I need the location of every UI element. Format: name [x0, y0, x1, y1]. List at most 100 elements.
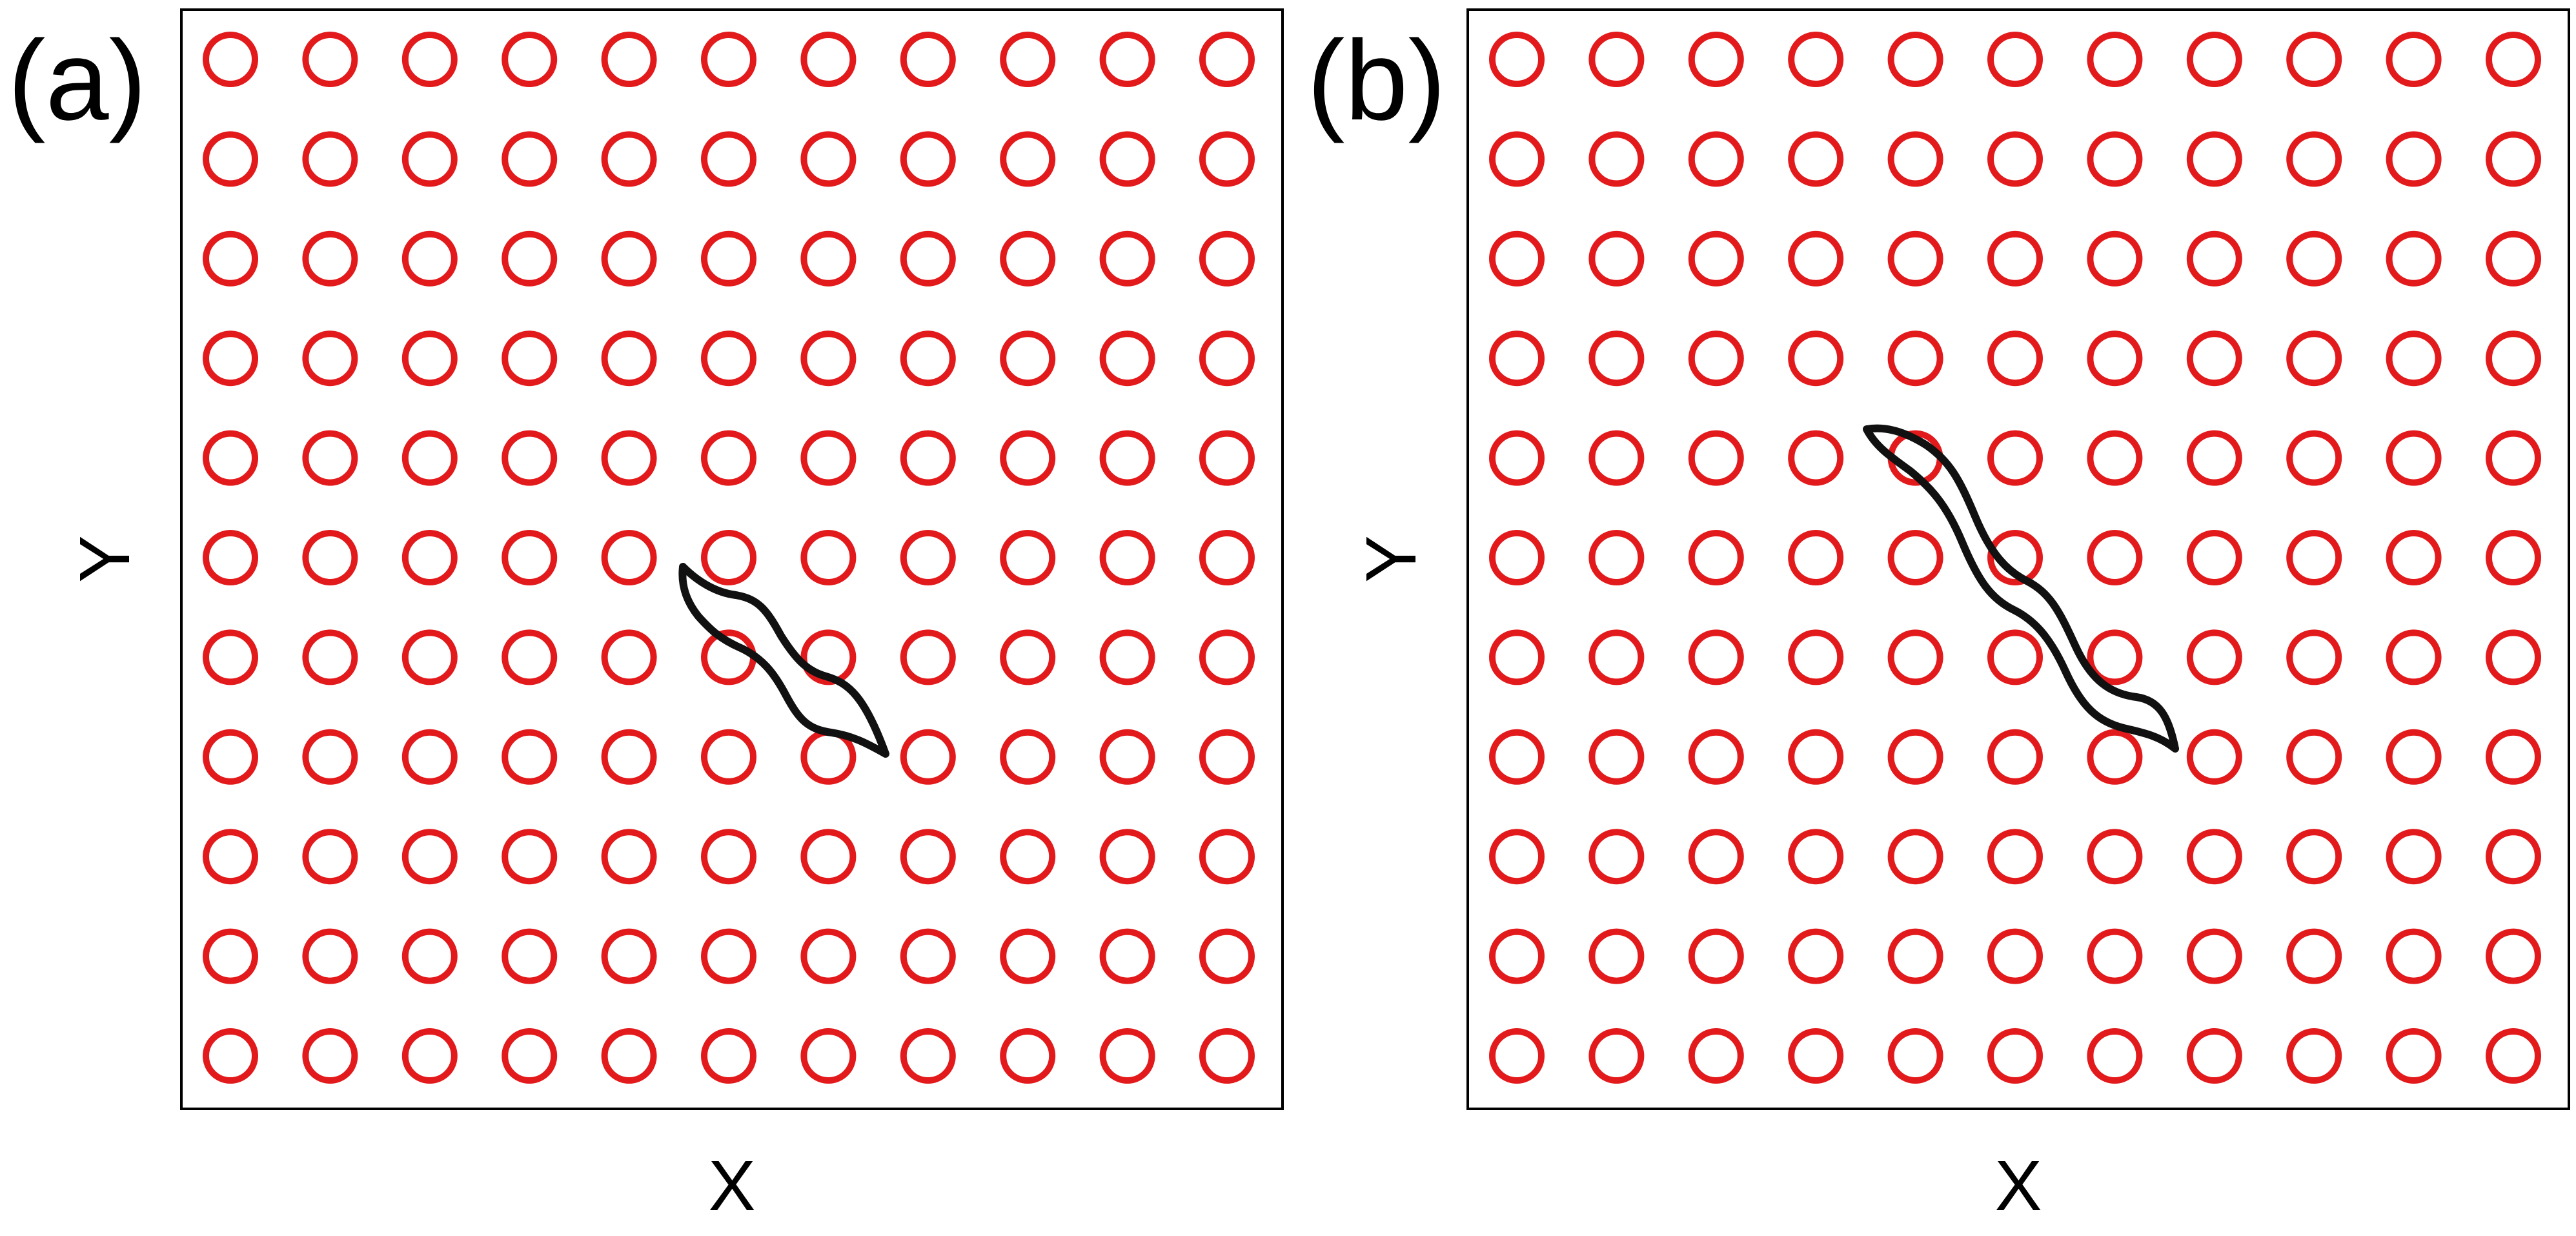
- obstacle-circle: [1489, 530, 1545, 585]
- obstacle-circle: [1588, 530, 1645, 585]
- obstacle-circle: [401, 230, 458, 287]
- obstacle-circle: [2486, 729, 2541, 785]
- obstacle-circle: [1788, 629, 1844, 685]
- obstacle-circle: [302, 430, 358, 486]
- obstacle-circle: [401, 330, 458, 387]
- obstacle-circle: [1588, 928, 1645, 984]
- obstacle-circle: [2286, 928, 2342, 984]
- obstacle-circle: [1788, 1028, 1844, 1084]
- obstacle-circle: [701, 1028, 756, 1084]
- obstacle-circle: [2087, 131, 2143, 187]
- obstacle-circle: [701, 430, 756, 486]
- obstacle-circle: [1588, 629, 1645, 685]
- obstacle-circle: [1199, 131, 1255, 187]
- obstacle-circle: [1887, 629, 1943, 685]
- obstacle-circle: [1099, 928, 1155, 984]
- obstacle-circle: [701, 32, 756, 87]
- panel-a-label: (a): [8, 17, 147, 144]
- obstacle-circle: [701, 530, 756, 585]
- obstacle-circle: [1099, 530, 1155, 585]
- obstacle-circle: [2286, 131, 2342, 187]
- obstacle-circle: [1489, 32, 1545, 87]
- obstacle-circle: [2087, 629, 2143, 685]
- obstacle-circle: [2486, 330, 2541, 387]
- obstacle-circle: [2087, 928, 2143, 984]
- obstacle-circle: [502, 829, 558, 885]
- obstacle-circle: [2386, 131, 2442, 187]
- obstacle-circle: [1199, 330, 1255, 387]
- obstacle-circle: [2186, 32, 2242, 87]
- obstacle-circle: [502, 131, 558, 187]
- obstacle-circle: [1199, 32, 1255, 87]
- obstacle-circle: [601, 530, 657, 585]
- obstacle-circle: [2286, 530, 2342, 585]
- obstacle-circle: [601, 32, 657, 87]
- obstacle-circle: [1199, 829, 1255, 885]
- obstacle-circle: [900, 829, 956, 885]
- obstacle-circle: [1887, 330, 1943, 387]
- obstacle-circle: [2486, 530, 2541, 585]
- obstacle-circle: [1099, 1028, 1155, 1084]
- obstacle-circle: [401, 829, 458, 885]
- obstacle-circle: [2186, 729, 2242, 785]
- obstacle-circle: [1987, 1028, 2043, 1084]
- obstacle-circle: [2286, 32, 2342, 87]
- obstacle-circle: [701, 330, 756, 387]
- obstacle-circle: [1099, 330, 1155, 387]
- obstacle-circle: [900, 330, 956, 387]
- obstacle-circle: [1887, 131, 1943, 187]
- obstacle-circle: [701, 829, 756, 885]
- obstacle-circle: [502, 32, 558, 87]
- obstacle-circle: [1788, 230, 1844, 287]
- panel-b-xlabel: X: [1994, 1146, 2042, 1226]
- obstacle-circle: [1588, 729, 1645, 785]
- obstacle-circle: [1987, 928, 2043, 984]
- obstacle-circle: [1000, 330, 1056, 387]
- obstacle-circle: [302, 928, 358, 984]
- obstacle-circle: [900, 530, 956, 585]
- obstacle-circle: [1199, 430, 1255, 486]
- obstacle-circle: [1688, 230, 1744, 287]
- obstacle-circle: [203, 131, 258, 187]
- obstacle-circle: [401, 32, 458, 87]
- obstacle-circle: [502, 230, 558, 287]
- obstacle-circle: [2286, 629, 2342, 685]
- obstacle-circle: [1000, 530, 1056, 585]
- obstacle-circle: [1000, 928, 1056, 984]
- obstacle-circle: [1588, 330, 1645, 387]
- obstacle-circle: [900, 1028, 956, 1084]
- obstacle-circle: [2486, 430, 2541, 486]
- obstacle-circle: [1588, 230, 1645, 287]
- obstacle-circle: [203, 629, 258, 685]
- obstacle-circle: [203, 729, 258, 785]
- obstacle-circle: [2486, 928, 2541, 984]
- obstacle-circle: [2386, 230, 2442, 287]
- obstacle-circle: [1489, 829, 1545, 885]
- obstacle-circle: [601, 928, 657, 984]
- obstacle-circle: [1099, 131, 1155, 187]
- obstacle-circle: [1489, 1028, 1545, 1084]
- obstacle-circle: [1788, 829, 1844, 885]
- obstacle-circle: [800, 1028, 857, 1084]
- obstacle-circle: [2286, 430, 2342, 486]
- obstacle-circle: [302, 1028, 358, 1084]
- obstacle-grid-b: [1489, 32, 2541, 1084]
- obstacle-circle: [1000, 32, 1056, 87]
- obstacle-circle: [800, 32, 857, 87]
- obstacle-circle: [1688, 928, 1744, 984]
- obstacle-circle: [2486, 131, 2541, 187]
- obstacle-circle: [502, 928, 558, 984]
- obstacle-circle: [1688, 330, 1744, 387]
- obstacle-circle: [1199, 629, 1255, 685]
- obstacle-circle: [1987, 530, 2043, 585]
- obstacle-circle: [1788, 131, 1844, 187]
- obstacle-circle: [800, 430, 857, 486]
- obstacle-circle: [1489, 230, 1545, 287]
- obstacle-circle: [1588, 32, 1645, 87]
- panel-a-frame: [180, 8, 1284, 1110]
- obstacle-circle: [900, 131, 956, 187]
- obstacle-circle: [1688, 131, 1744, 187]
- obstacle-circle: [2386, 729, 2442, 785]
- obstacle-circle: [1199, 530, 1255, 585]
- obstacle-circle: [601, 230, 657, 287]
